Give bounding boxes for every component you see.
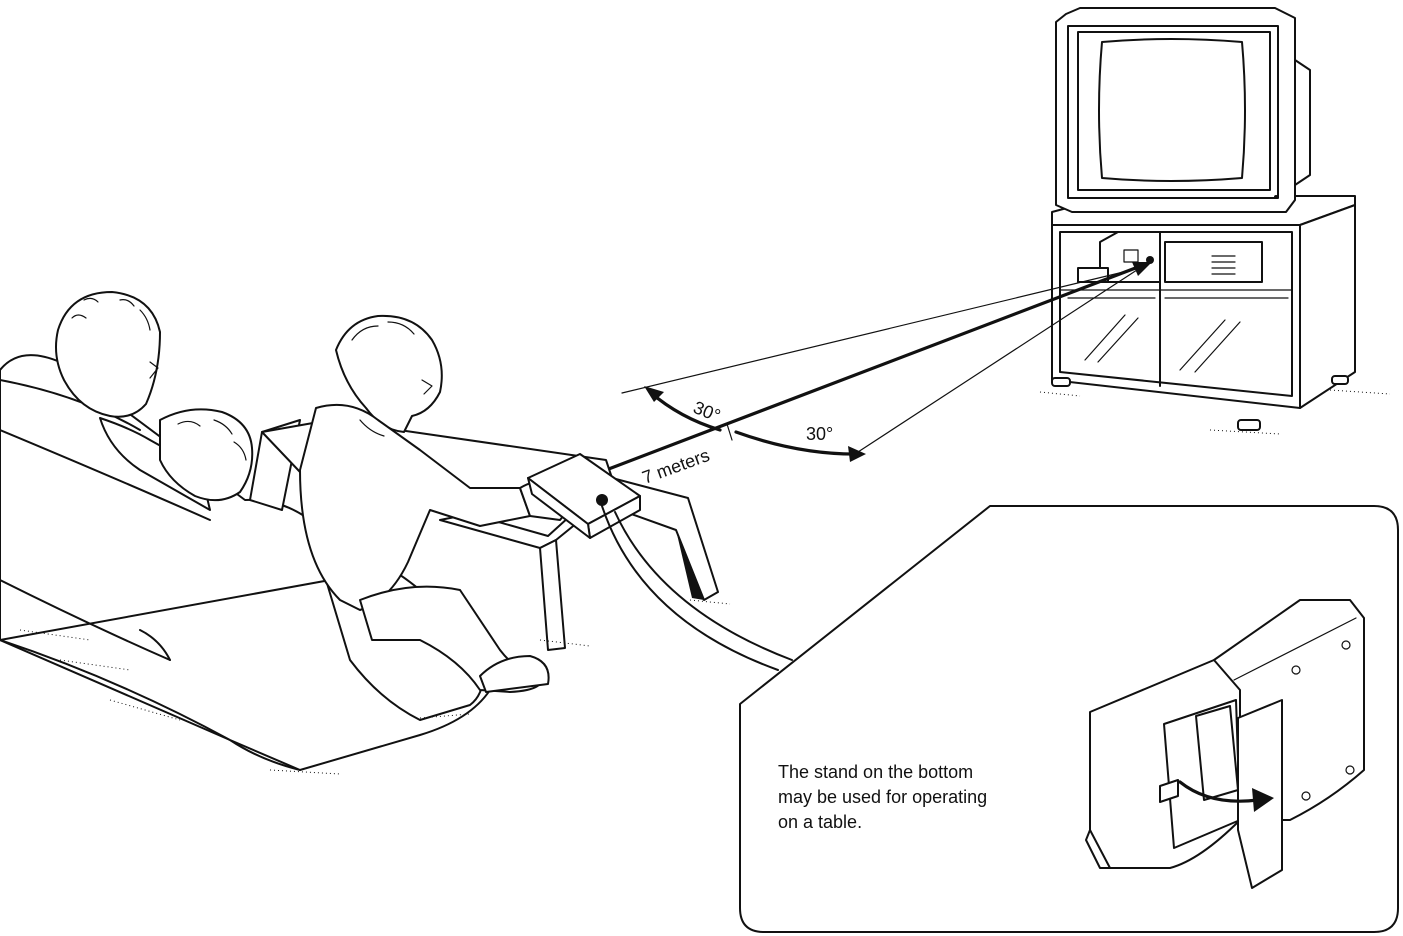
- inset-caption-line-3: on a table.: [778, 812, 862, 832]
- inset-caption-line-2: may be used for operating: [778, 787, 987, 807]
- remote-ir-emitter: [596, 494, 608, 506]
- inset-caption-line-1: The stand on the bottom: [778, 762, 973, 782]
- angle-arc-right: [736, 432, 860, 454]
- tv-on-stand: [1040, 8, 1390, 434]
- angle-label-right: 30°: [806, 424, 833, 444]
- television: [1056, 8, 1310, 212]
- sofa: [0, 355, 490, 774]
- inset-callout: The stand on the bottom may be used for …: [740, 506, 1398, 932]
- tv-stand: [1040, 196, 1390, 434]
